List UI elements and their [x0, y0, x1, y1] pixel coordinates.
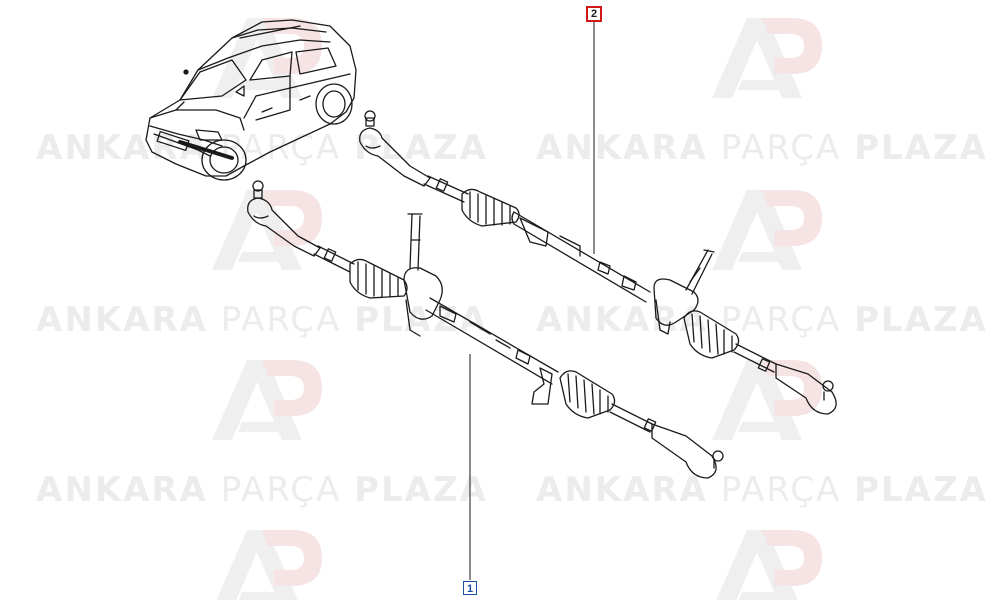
watermark-text: ANKARA PARÇA PLAZA [36, 300, 488, 340]
vehicle-location-illustration [145, 19, 357, 181]
ap-logo-icon [712, 530, 822, 600]
ap-logo-icon [712, 360, 822, 440]
watermark-text: ANKARA PARÇA PLAZA [36, 470, 488, 510]
callout-label-1[interactable]: 1 [463, 581, 477, 595]
ap-logo-icon [712, 190, 822, 270]
ap-logo-icon [212, 360, 322, 440]
ap-logo-icon [712, 18, 822, 98]
watermark-text: ANKARA PARÇA PLAZA [536, 300, 988, 340]
callout-label-2[interactable]: 2 [586, 6, 602, 22]
watermark-text: ANKARA PARÇA PLAZA [536, 128, 988, 168]
steering-rack-1 [247, 180, 724, 479]
watermark-text: ANKARA PARÇA PLAZA [536, 470, 988, 510]
steering-rack-2 [359, 110, 837, 415]
ap-logo-icon [212, 530, 322, 600]
